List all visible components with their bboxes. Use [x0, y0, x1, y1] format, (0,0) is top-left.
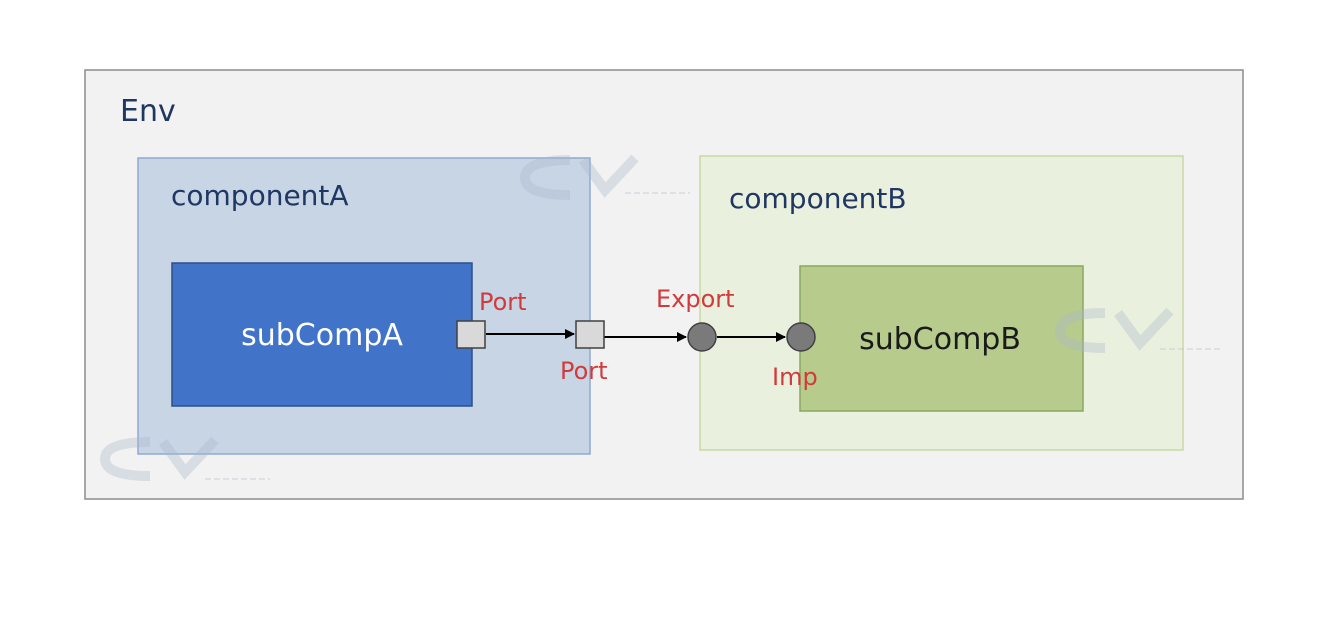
env-label: Env — [120, 94, 176, 129]
subcomp-b-imp-label: Imp — [772, 363, 818, 391]
subcomp-a-label: subCompA — [241, 318, 403, 353]
component-a-label: componentA — [171, 179, 349, 212]
component-b-export-port — [687, 322, 717, 352]
subcomp-b-imp-port — [786, 322, 816, 352]
component-b-export-label: Export — [656, 285, 735, 313]
component-a-port — [575, 320, 605, 349]
subcomp-a-box — [171, 262, 473, 407]
component-b-label: componentB — [729, 182, 907, 215]
watermark-logo — [1054, 307, 1222, 353]
subcomp-b-label: subCompB — [859, 322, 1021, 357]
subcomp-a-port-label: Port — [479, 288, 527, 316]
subcomp-b-box — [799, 265, 1084, 412]
component-a-port-label: Port — [560, 357, 608, 385]
watermark-logo — [99, 436, 270, 481]
watermark-logo — [519, 154, 690, 200]
subcomp-a-port — [456, 320, 486, 349]
